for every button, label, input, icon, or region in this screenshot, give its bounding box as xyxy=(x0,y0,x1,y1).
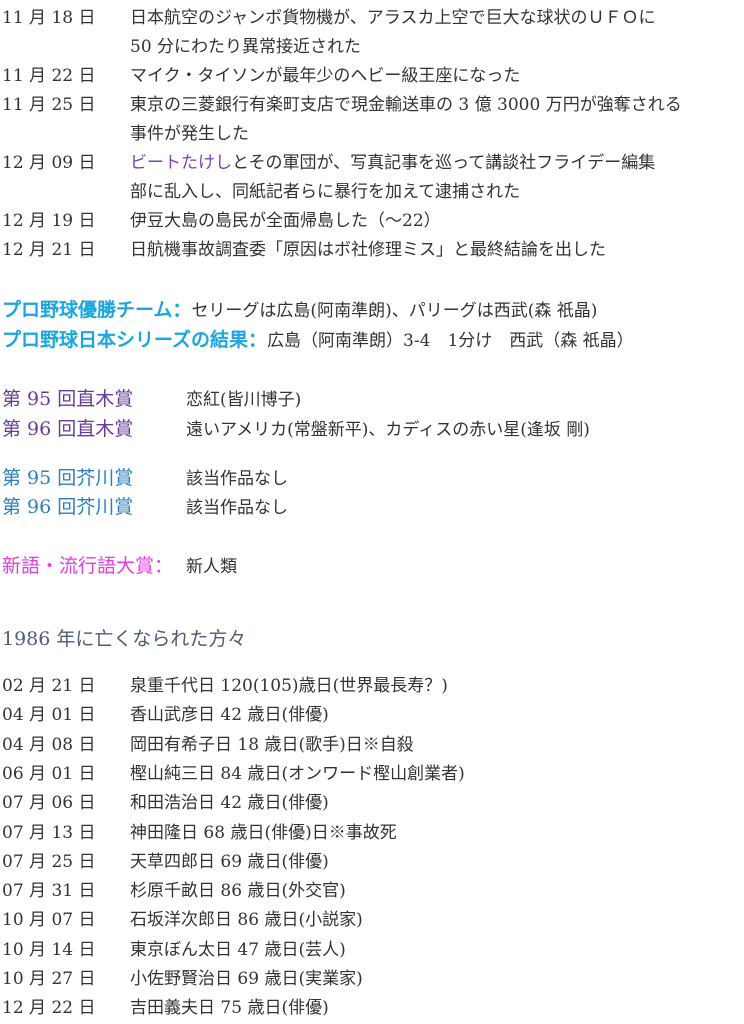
baseball-series: プロ野球日本シリーズの結果：広島（阿南準朗）3-4 1分け 西武（森 祇晶） xyxy=(2,325,634,355)
death-date: 10 月 07 日 xyxy=(2,910,96,931)
baseball-champions: プロ野球優勝チーム：セリーグは広島(阿南準朗)、パリーグは西武(森 祇晶) xyxy=(2,295,597,325)
naoki-award-95: 第 95 回直木賞 恋紅(皆川博子) xyxy=(2,384,301,414)
death-date: 06 月 01 日 xyxy=(2,763,96,784)
deaths-heading: 1986 年に亡くなられた方々 xyxy=(2,628,247,650)
buzzword-value: 新人類 xyxy=(186,557,237,577)
event-date: 11 月 25 日 xyxy=(2,95,96,115)
event-date: 11 月 18 日 xyxy=(2,8,96,28)
death-text: 吉田義夫日 75 歳日(俳優) xyxy=(130,998,329,1019)
death-text: 石坂洋次郎日 86 歳日(小説家) xyxy=(130,910,363,931)
death-text: 小佐野賢治日 69 歳日(実業家) xyxy=(130,969,363,989)
buzzword-award: 新語・流行語大賞： 新人類 xyxy=(2,551,237,581)
baseball-series-label: プロ野球日本シリーズの結果： xyxy=(2,329,268,351)
death-date: 04 月 01 日 xyxy=(2,705,96,726)
event-text-line: 伊豆大島の島民が全面帰島した（～22） xyxy=(130,211,441,231)
baseball-series-value: 広島（阿南準朗）3-4 1分け 西武（森 祇晶） xyxy=(267,331,634,351)
akutagawa-award-95: 第 95 回芥川賞 該当作品なし xyxy=(2,463,288,493)
death-date: 10 月 27 日 xyxy=(2,969,96,989)
award-value: 該当作品なし xyxy=(186,498,288,518)
award-label: 第 96 回芥川賞 xyxy=(2,496,134,518)
event-text-line: 東京の三菱銀行有楽町支店で現金輸送車の 3 億 3000 万円が強奪される xyxy=(130,95,682,115)
baseball-champions-value: セリーグは広島(阿南準朗)、パリーグは西武(森 祇晶) xyxy=(191,301,598,321)
death-date: 12 月 22 日 xyxy=(2,998,96,1019)
naoki-award-96: 第 96 回直木賞 遠いアメリカ(常盤新平)、カディスの赤い星(逢坂 剛) xyxy=(2,414,590,444)
event-text: ビートたけしとその軍団が、写真記事を巡って講談社フライデー編集 xyxy=(130,149,655,178)
event-text: 50 分にわたり異常接近された xyxy=(130,33,361,62)
death-text: 泉重千代日 120(105)歳日(世界最長寿？) xyxy=(130,676,448,696)
event-text-line: マイク・タイソンが最年少のヘビー級王座になった xyxy=(130,66,521,86)
death-date: 10 月 14 日 xyxy=(2,939,96,960)
death-text: 神田隆日 68 歳日(俳優)日※事故死 xyxy=(130,822,397,843)
death-text: 岡田有希子日 18 歳日(歌手)日※自殺 xyxy=(130,734,414,755)
event-date: 12 月 09 日 xyxy=(2,153,96,173)
event-text-line: とその軍団が、写真記事を巡って講談社フライデー編集 xyxy=(232,153,656,173)
event-date: 12 月 19 日 xyxy=(2,211,96,231)
event-text: 日航機事故調査委「原因はボ社修理ミス」と最終結論を出した xyxy=(130,236,606,265)
buzzword-label: 新語・流行語大賞： xyxy=(2,555,174,577)
death-text: 和田浩治日 42 歳日(俳優) xyxy=(130,793,329,814)
event-text: 日本航空のジャンボ貨物機が、アラスカ上空で巨大な球状のＵＦＯに xyxy=(130,4,655,33)
death-text: 杉原千畝日 86 歳日(外交官) xyxy=(130,881,346,902)
akutagawa-award-96: 第 96 回芥川賞 該当作品なし xyxy=(2,492,288,522)
baseball-champions-label: プロ野球優勝チーム： xyxy=(2,299,192,321)
death-date: 07 月 06 日 xyxy=(2,793,96,814)
event-text: 東京の三菱銀行有楽町支店で現金輸送車の 3 億 3000 万円が強奪される xyxy=(130,91,682,120)
event-highlight-name: ビートたけし xyxy=(130,153,232,173)
death-date: 07 月 25 日 xyxy=(2,851,96,872)
death-text: 樫山純三日 84 歳日(オンワード樫山創業者) xyxy=(130,763,465,784)
event-text-line: 50 分にわたり異常接近された xyxy=(130,37,362,57)
event-text: 伊豆大島の島民が全面帰島した（～22） xyxy=(130,207,441,236)
death-date: 07 月 31 日 xyxy=(2,881,96,902)
award-label: 第 96 回直木賞 xyxy=(2,418,134,440)
death-date: 02 月 21 日 xyxy=(2,676,96,696)
award-label: 第 95 回直木賞 xyxy=(2,388,134,410)
award-label: 第 95 回芥川賞 xyxy=(2,467,134,489)
death-date: 04 月 08 日 xyxy=(2,734,96,755)
event-date: 11 月 22 日 xyxy=(2,66,96,86)
event-date: 12 月 21 日 xyxy=(2,240,96,260)
award-value: 該当作品なし xyxy=(186,469,288,489)
award-value: 遠いアメリカ(常盤新平)、カディスの赤い星(逢坂 剛) xyxy=(186,420,590,440)
event-text: マイク・タイソンが最年少のヘビー級王座になった xyxy=(130,62,520,91)
event-text-line: 部に乱入し、同紙記者らに暴行を加えて逮捕された xyxy=(130,182,521,202)
event-text-line: 日航機事故調査委「原因はボ社修理ミス」と最終結論を出した xyxy=(130,240,606,260)
death-text: 香山武彦日 42 歳日(俳優) xyxy=(130,705,329,726)
death-text: 東京ぼん太日 47 歳日(芸人) xyxy=(130,939,346,960)
death-text: 天草四郎日 69 歳日(俳優) xyxy=(130,851,329,872)
award-value: 恋紅(皆川博子) xyxy=(186,390,302,410)
event-text-line: 日本航空のジャンボ貨物機が、アラスカ上空で巨大な球状のＵＦＯに xyxy=(130,8,656,28)
event-text-line: 事件が発生した xyxy=(130,124,249,144)
event-text: 部に乱入し、同紙記者らに暴行を加えて逮捕された xyxy=(130,178,520,207)
event-text: 事件が発生した xyxy=(130,120,249,149)
death-date: 07 月 13 日 xyxy=(2,822,96,843)
